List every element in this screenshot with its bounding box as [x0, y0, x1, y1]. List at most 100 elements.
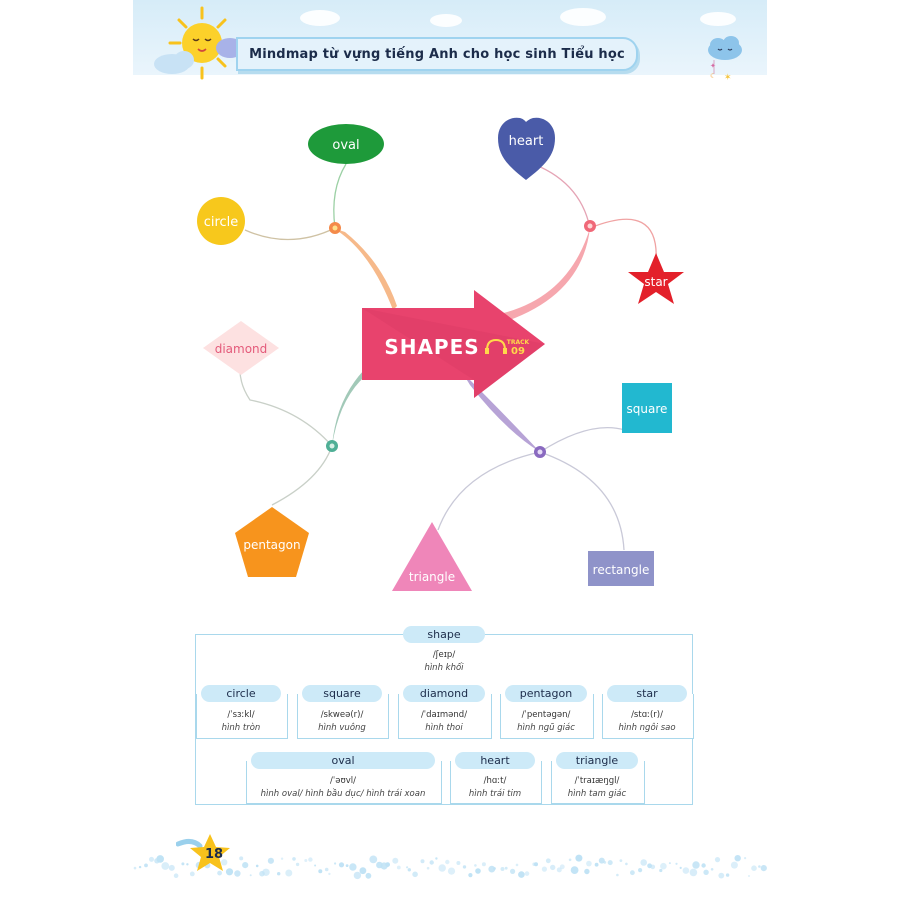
footer-dot	[481, 862, 486, 867]
footer-dot	[280, 857, 284, 860]
footer-dot	[412, 871, 418, 878]
flower-icon	[584, 220, 596, 232]
footer-dot	[475, 868, 481, 874]
footer-dot	[570, 866, 579, 874]
footer-dot	[239, 856, 244, 861]
footer-dot	[524, 871, 530, 876]
footer-dot	[545, 858, 551, 864]
footer-dot	[518, 871, 525, 878]
star-node	[628, 253, 684, 304]
diamond-label: diamond	[215, 342, 268, 356]
triangle-node	[392, 522, 472, 591]
connector-diamond	[239, 369, 333, 447]
flower-icon	[329, 222, 341, 234]
cloud-decoration	[560, 8, 606, 26]
footer-dot	[435, 857, 438, 860]
square-node	[622, 383, 672, 433]
vocab-main-word: shape	[403, 626, 485, 643]
connector-heart	[527, 161, 591, 229]
footer-dot	[292, 857, 296, 861]
triangle-label: triangle	[409, 570, 455, 584]
oval-label: oval	[332, 138, 359, 153]
footer-dot	[249, 874, 252, 877]
cloud-decoration	[700, 12, 736, 26]
vocab-meaning-diamond: hình thoi	[425, 723, 463, 733]
footer-dot	[493, 867, 496, 870]
footer-dot	[255, 864, 259, 868]
footer-dot	[285, 869, 293, 877]
footer-dot	[156, 855, 164, 863]
vocab-main-ipa: /ʃeɪp/	[432, 650, 456, 660]
footer-dot	[515, 863, 519, 867]
footer-dots-decoration	[133, 854, 767, 880]
footer-dot	[161, 862, 170, 870]
flower-icon	[326, 440, 338, 452]
connector-square	[539, 427, 626, 453]
footer-dot	[510, 868, 516, 874]
branch-bottom-left	[332, 370, 370, 446]
vocab-meaning-triangle: hình tam giác	[567, 789, 627, 799]
connector-rectangle	[539, 451, 625, 551]
vocab-ipa-heart: /hɑːt/	[483, 776, 507, 786]
footer-dot	[369, 855, 378, 864]
branch-top-right	[495, 228, 590, 324]
star-icon	[176, 834, 230, 871]
star-label: star	[644, 275, 667, 289]
rectangle-label: rectangle	[593, 563, 650, 577]
footer-dot	[559, 864, 565, 870]
cloud-stars-icon: ✦ ☾ ✶	[708, 36, 742, 83]
branch-top-left	[333, 228, 397, 310]
footer-dot	[575, 854, 583, 862]
footer-dot	[758, 865, 761, 868]
heart-node	[498, 117, 555, 180]
footer-dot	[338, 862, 345, 868]
footer-dot	[748, 875, 750, 877]
track-label: TRACK	[507, 339, 530, 346]
footer-dot	[168, 864, 175, 871]
footer-dot	[550, 864, 556, 871]
footer-dot	[345, 864, 349, 867]
connector-triangle	[437, 451, 541, 531]
footer-dot	[277, 872, 281, 876]
footer-dot	[692, 861, 700, 869]
page-number: 18	[205, 847, 224, 862]
footer-dot	[406, 866, 409, 869]
footer-dot	[598, 857, 605, 864]
footer-dot	[504, 866, 508, 870]
vocab-word-heart: heart	[455, 752, 535, 769]
footer-dot	[619, 859, 623, 862]
footer-dot	[500, 867, 505, 871]
footer-dot	[447, 867, 456, 875]
footer-dot	[353, 871, 362, 880]
footer-dot	[650, 864, 656, 870]
svg-text:✦: ✦	[710, 62, 716, 70]
flower-icon	[534, 446, 546, 458]
footer-dot	[616, 873, 619, 877]
footer-dot	[396, 865, 401, 870]
connector-oval	[333, 163, 347, 229]
footer-dot	[556, 867, 562, 873]
connector-pentagon	[271, 445, 333, 506]
footer-dot	[295, 862, 300, 867]
footer-dot	[541, 866, 547, 872]
footer-dot	[304, 859, 308, 862]
footer-dot	[701, 863, 706, 868]
footer-dot	[267, 857, 274, 864]
footer-dot	[429, 860, 434, 865]
footer-dot	[173, 873, 179, 878]
footer-dot	[349, 863, 357, 871]
footer-dot	[234, 870, 241, 877]
footer-dot	[703, 869, 709, 875]
footer-dot	[640, 859, 647, 866]
footer-dot	[133, 866, 137, 870]
footer-dot	[682, 867, 690, 874]
footer-dot	[679, 866, 682, 869]
vocab-ipa-star: /stɑː(r)/	[631, 710, 663, 720]
footer-dot	[668, 862, 671, 865]
footer-dot	[456, 861, 461, 865]
footer-dot	[734, 855, 741, 862]
footer-dot	[144, 863, 148, 868]
footer-dot	[242, 862, 249, 869]
footer-dot	[385, 862, 390, 867]
svg-text:☾: ☾	[710, 72, 716, 80]
